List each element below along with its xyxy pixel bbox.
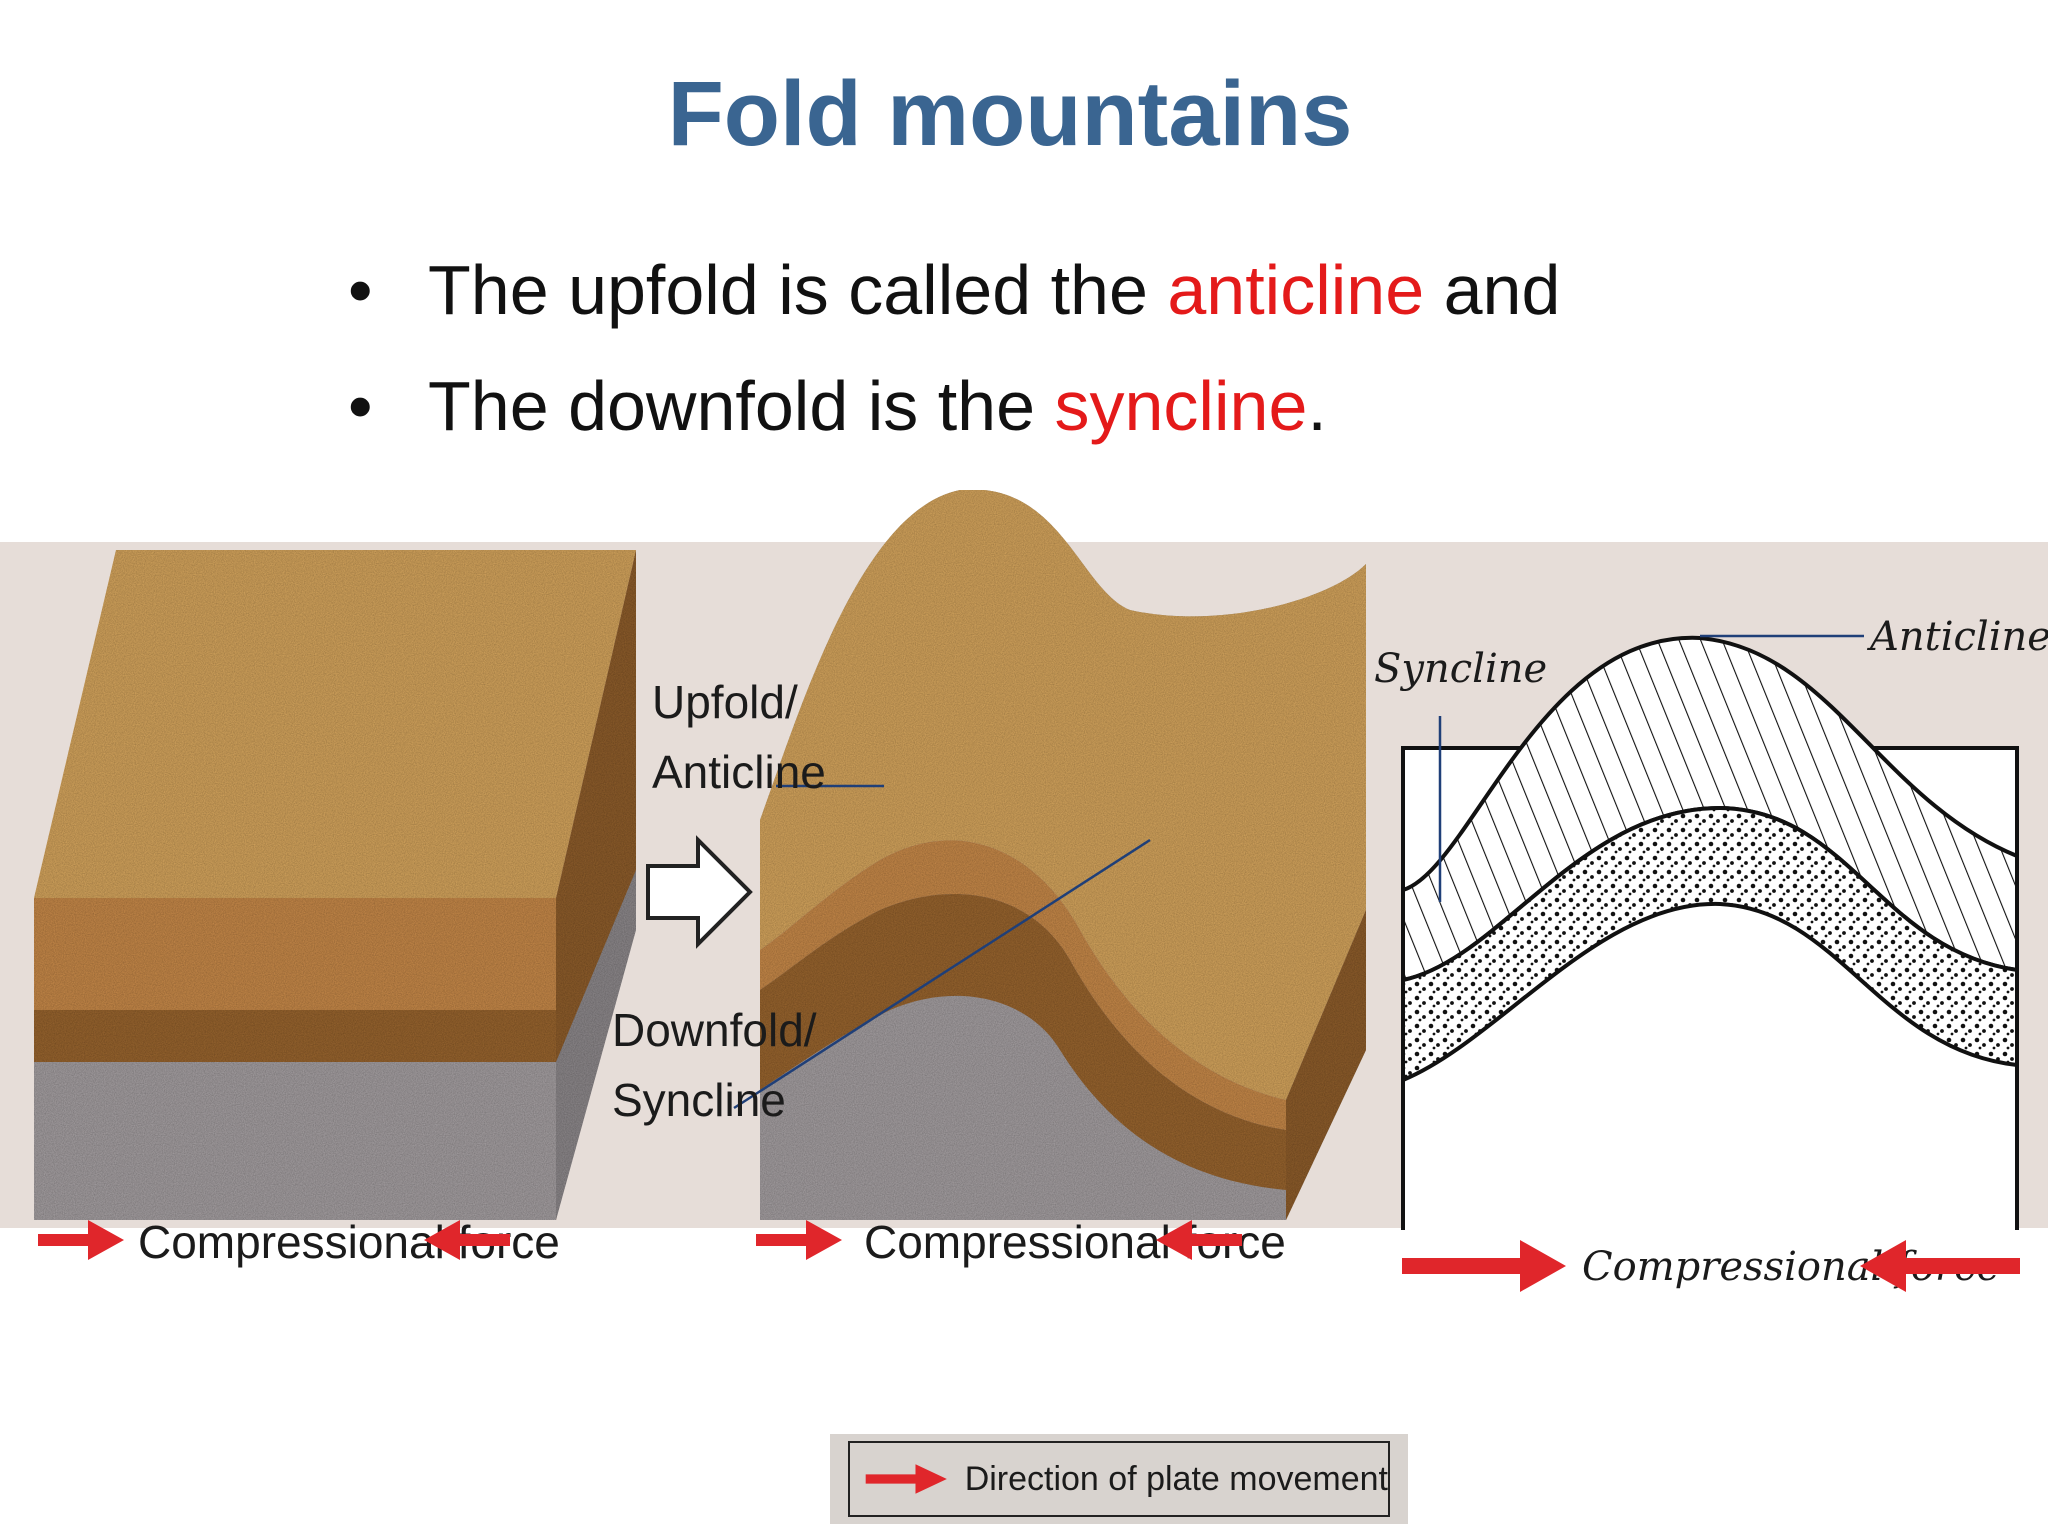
red-left-arrow-icon (424, 1220, 510, 1260)
legend-box: Direction of plate movement (848, 1441, 1390, 1517)
upfold-label: Upfold/ (652, 676, 798, 728)
force-row-panel1: Compressional force (38, 1216, 560, 1268)
slide-title: Fold mountains (667, 63, 1353, 165)
term-anticline: anticline (1167, 251, 1425, 329)
red-right-arrow-icon (865, 1464, 947, 1494)
red-right-arrow-icon (1402, 1240, 1566, 1292)
p3-anticline-label: Anticline (1866, 614, 2048, 660)
bullet-item-anticline: The upfold is called the anticline and (348, 232, 1560, 348)
red-left-arrow-icon (1860, 1240, 2020, 1292)
panel-flat-layers (34, 550, 636, 1220)
fold-diagram: Upfold/ Anticline Downfold/ Syncline Ant… (0, 490, 2048, 1292)
panel-cross-section (1401, 635, 2019, 1230)
bullet-text: The upfold is called the (428, 251, 1168, 329)
p3-syncline-label: Syncline (1374, 646, 1547, 692)
syncline-leader-line (733, 838, 1151, 1110)
red-right-arrow-icon (38, 1220, 124, 1260)
force-row-panel3: Compressional force (1402, 1240, 2020, 1292)
bullet-list: The upfold is called the anticline and T… (348, 232, 1560, 464)
red-right-arrow-icon (756, 1220, 842, 1260)
red-left-arrow-icon (1156, 1220, 1242, 1260)
legend: Direction of plate movement (830, 1434, 1408, 1524)
bullet-text: The downfold is the (428, 367, 1055, 445)
force-row-panel2: Compressional force (756, 1216, 1286, 1268)
bullet-item-syncline: The downfold is the syncline. (348, 348, 1560, 464)
hollow-right-arrow-icon (646, 835, 753, 949)
legend-text: Direction of plate movement (964, 1459, 1388, 1498)
bullet-text-end: and (1424, 251, 1561, 329)
downfold-label: Downfold/ (612, 1004, 817, 1056)
term-syncline: syncline (1054, 367, 1308, 445)
panel-folded-layers (760, 490, 1366, 1220)
syncline-label: Syncline (612, 1074, 786, 1126)
anticline-label: Anticline (652, 746, 826, 798)
bullet-text-end: . (1307, 367, 1327, 445)
